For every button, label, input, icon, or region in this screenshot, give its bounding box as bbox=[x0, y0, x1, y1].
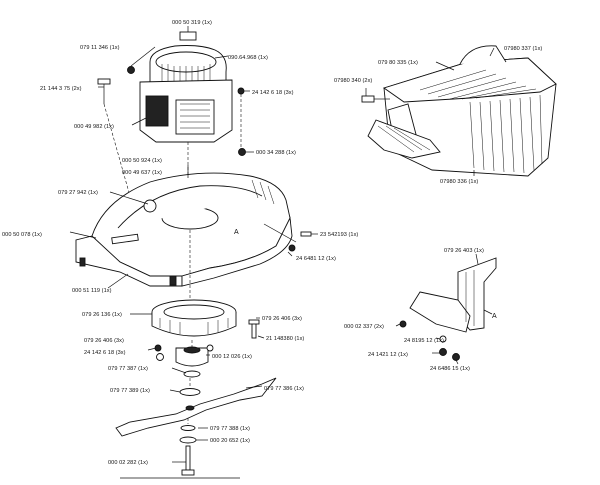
label-000002337: 000 02 337 (2x) bbox=[344, 324, 384, 330]
mulch-plug-body bbox=[409, 291, 471, 333]
deck-logo-plate bbox=[111, 233, 139, 245]
deck-skirt-front bbox=[75, 235, 183, 287]
label-000034288: 000 34 288 (1x) bbox=[256, 150, 296, 156]
engine-assembly bbox=[97, 31, 245, 143]
label-000020652: 000 20 652 (1x) bbox=[210, 438, 250, 444]
engine-bolt-head bbox=[97, 78, 111, 85]
engine-cap bbox=[179, 31, 197, 41]
label-024142618b: 24 142 6 18 (3x) bbox=[84, 350, 126, 356]
label-000049982: 000 49 982 (1x) bbox=[74, 124, 114, 130]
label-024648112: 24 6481 12 (1x) bbox=[296, 256, 336, 262]
part-number-labels: 000 50 319 (1x) 079 11 346 (1x) 090.64.9… bbox=[2, 20, 542, 466]
label-023542193: 23 542193 (1x) bbox=[320, 232, 358, 238]
catcher-top-mesh bbox=[419, 69, 537, 100]
label-021144375: 21 144 3 75 (2x) bbox=[40, 86, 82, 92]
hub-spacer bbox=[183, 370, 201, 378]
catcher-screw bbox=[361, 95, 375, 103]
deck-ridge bbox=[117, 185, 263, 229]
label-000050924: 000 50 924 (1x) bbox=[122, 158, 162, 164]
label-079027942: 079 27 942 (1x) bbox=[58, 190, 98, 196]
adapter-ring-wall bbox=[151, 312, 237, 337]
mulch-plug-assembly bbox=[399, 257, 497, 361]
blade-bolt bbox=[185, 445, 191, 471]
label-079026136: 079 26 136 (1x) bbox=[82, 312, 122, 318]
label-079080335: 079 80 335 (1x) bbox=[378, 60, 418, 66]
label-000051119: 000 51 119 (1x) bbox=[72, 288, 112, 294]
label-000050319: 000 50 319 (1x) bbox=[172, 20, 212, 26]
plug-screw bbox=[399, 320, 407, 328]
deck-screw bbox=[300, 231, 312, 237]
throttle-knob bbox=[127, 66, 135, 74]
label-079026406a: 079 26 406 (3x) bbox=[262, 316, 302, 322]
label-024142112: 24 1421 12 (1x) bbox=[368, 352, 408, 358]
label-079026403: 079 26 403 (1x) bbox=[444, 248, 484, 254]
catcher-side-mesh bbox=[469, 94, 543, 174]
hub-key bbox=[206, 344, 214, 352]
label-079077387: 079 77 387 (1x) bbox=[108, 366, 148, 372]
marker-a-deck: A bbox=[234, 229, 239, 236]
label-024648615: 24 6486 15 (1x) bbox=[430, 366, 470, 372]
blade-adapter bbox=[151, 299, 260, 339]
engine-nut bbox=[237, 87, 245, 95]
label-079026406b: 079 26 406 (3x) bbox=[84, 338, 124, 344]
blade-hub-assembly bbox=[115, 344, 277, 479]
label-024142618a: 24 142 6 18 (3x) bbox=[252, 90, 294, 96]
label-000049637: 000 49 637 (1x) bbox=[122, 170, 162, 176]
blade-hub bbox=[175, 347, 209, 367]
deck-height-adjuster bbox=[143, 199, 157, 213]
label-079080340: 07980 340 (2x) bbox=[334, 78, 372, 84]
mower-deck bbox=[75, 148, 312, 287]
marker-a-plug: A bbox=[492, 313, 497, 320]
engine-crankcase bbox=[175, 99, 215, 135]
deck-skirt-side bbox=[181, 216, 293, 287]
catcher-chute-flap bbox=[367, 119, 441, 159]
engine-side-housing bbox=[145, 95, 169, 127]
blade-lock-washer bbox=[180, 425, 196, 431]
label-000050078: 000 50 078 (1x) bbox=[2, 232, 42, 238]
blade-washer-lower bbox=[179, 436, 197, 444]
label-021148380: 21 148380 (1x) bbox=[266, 336, 304, 342]
grass-catcher bbox=[361, 45, 557, 177]
blade-washer bbox=[179, 388, 201, 396]
mower-blade bbox=[115, 377, 277, 437]
label-000002282: 000 02 282 (1x) bbox=[108, 460, 148, 466]
label-079113346: 079 11 346 (1x) bbox=[80, 45, 120, 51]
label-079080336: 07980 336 (1x) bbox=[440, 179, 478, 185]
deck-side-vents bbox=[251, 179, 275, 205]
label-000012026: 000 12 026 (1x) bbox=[212, 354, 252, 360]
label-024819512: 24 8195 12 (1x) bbox=[404, 338, 444, 344]
label-079080337: 07980 337 (1x) bbox=[504, 46, 542, 52]
label-090064968: 090.64.968 (1x) bbox=[228, 55, 268, 61]
catcher-handle bbox=[459, 45, 507, 65]
label-079077386: 079 77 386 (1x) bbox=[264, 386, 304, 392]
deck-washer bbox=[238, 148, 246, 156]
label-079077388: 079 77 388 (1x) bbox=[210, 426, 250, 432]
label-079077389: 079 77 389 (1x) bbox=[110, 388, 150, 394]
deck-nut bbox=[288, 244, 296, 252]
